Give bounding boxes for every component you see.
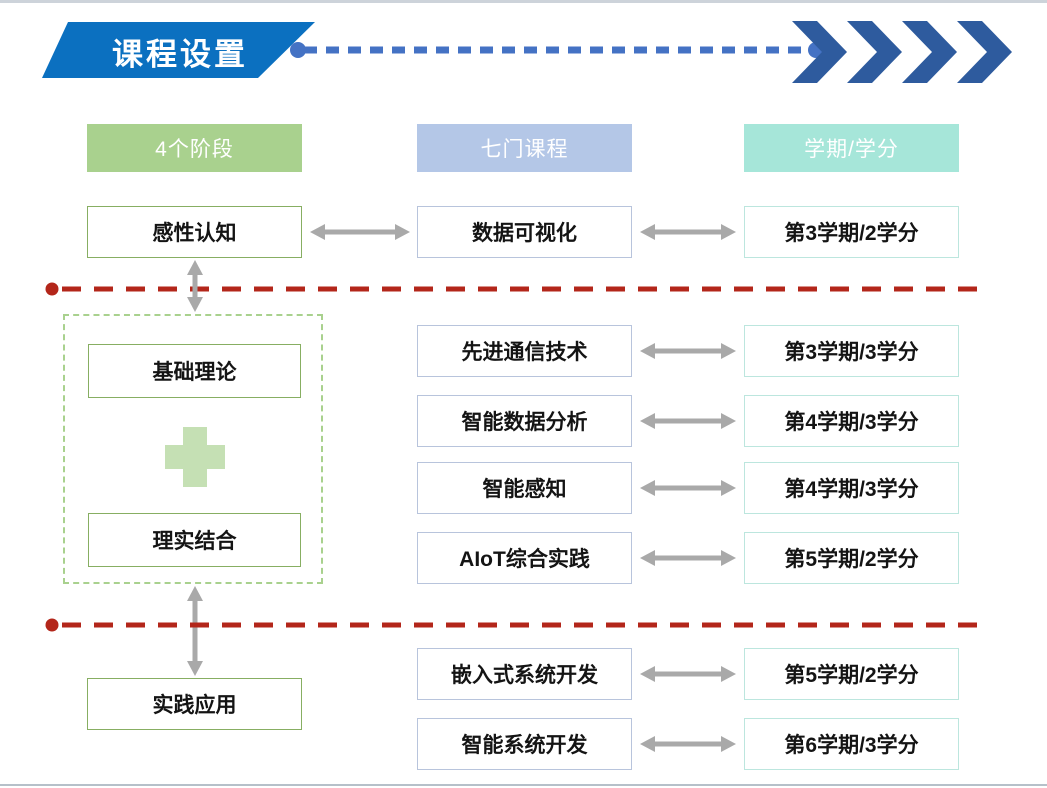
chevron-right-icon — [847, 21, 902, 83]
stage-box-theory-practice: 理实结合 — [88, 513, 301, 567]
double-arrow-horizontal-icon — [640, 550, 736, 566]
chevron-right-icons — [792, 21, 1012, 83]
course-box: 数据可视化 — [417, 206, 632, 258]
credit-box: 第3学期/2学分 — [744, 206, 959, 258]
double-arrow-horizontal-icon — [310, 224, 410, 240]
page-title: 课程设置 — [112, 36, 248, 72]
double-arrow-horizontal-icon — [640, 480, 736, 496]
column-header-credits: 学期/学分 — [744, 124, 959, 172]
chevron-right-icon — [957, 21, 1012, 83]
double-arrow-vertical-icon — [187, 260, 203, 312]
course-box: 先进通信技术 — [417, 325, 632, 377]
credit-box: 第5学期/2学分 — [744, 648, 959, 700]
stage-box-practice: 实践应用 — [87, 678, 302, 730]
divider-dot-icon — [45, 282, 59, 296]
credit-box: 第4学期/3学分 — [744, 395, 959, 447]
stage-group-dashed-frame — [63, 314, 323, 584]
double-arrow-horizontal-icon — [640, 224, 736, 240]
course-box: AIoT综合实践 — [417, 532, 632, 584]
plus-icon — [165, 427, 225, 487]
course-box: 嵌入式系统开发 — [417, 648, 632, 700]
section-divider-1 — [45, 282, 990, 296]
bottom-divider-line — [0, 784, 1047, 786]
title-banner-shape — [42, 22, 315, 78]
top-divider-line — [0, 0, 1047, 3]
chevron-right-icon — [902, 21, 957, 83]
double-arrow-horizontal-icon — [640, 343, 736, 359]
credit-box: 第6学期/3学分 — [744, 718, 959, 770]
header-decoration — [42, 21, 1012, 83]
column-header-courses: 七门课程 — [417, 124, 632, 172]
column-header-stages: 4个阶段 — [87, 124, 302, 172]
credit-box: 第4学期/3学分 — [744, 462, 959, 514]
double-arrow-horizontal-icon — [640, 666, 736, 682]
stage-box-perceptual: 感性认知 — [87, 206, 302, 258]
divider-dot-icon — [45, 618, 59, 632]
double-arrow-horizontal-icon — [640, 736, 736, 752]
connector-start-dot — [290, 42, 306, 58]
course-box: 智能感知 — [417, 462, 632, 514]
section-divider-2 — [45, 618, 990, 632]
double-arrow-horizontal-icon — [640, 413, 736, 429]
course-box: 智能数据分析 — [417, 395, 632, 447]
course-box: 智能系统开发 — [417, 718, 632, 770]
credit-box: 第3学期/3学分 — [744, 325, 959, 377]
stage-box-theory: 基础理论 — [88, 344, 301, 398]
double-arrow-vertical-icon — [187, 586, 203, 676]
credit-box: 第5学期/2学分 — [744, 532, 959, 584]
chevron-right-icon — [792, 21, 847, 83]
